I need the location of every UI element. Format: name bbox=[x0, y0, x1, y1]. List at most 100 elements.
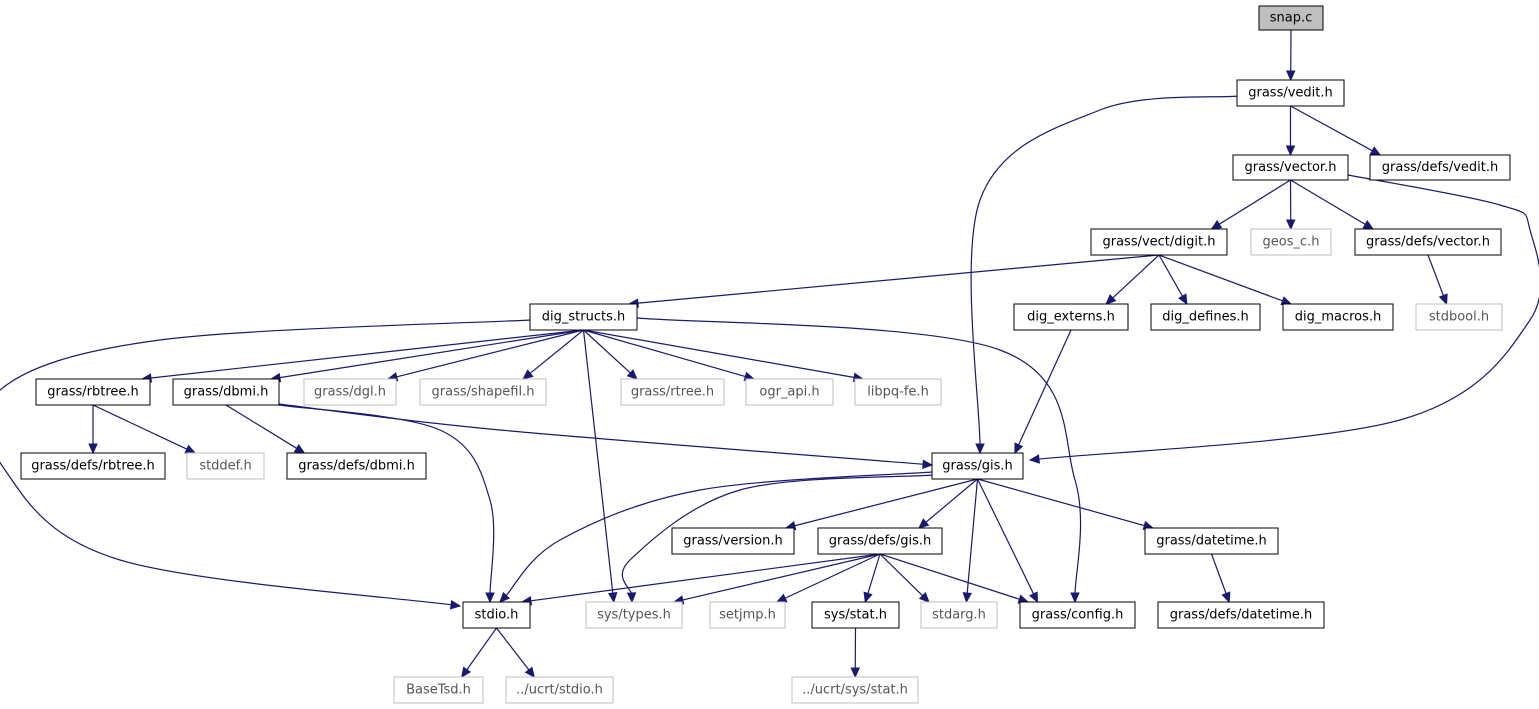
edge-grass_vedit_h-to-grass_defs_vedit_h bbox=[1290, 105, 1382, 156]
node-dig-structs-h[interactable]: dig_structs.h bbox=[529, 303, 638, 331]
node-box bbox=[1250, 228, 1332, 256]
node-grass-defs-datetime-h[interactable]: grass/defs/datetime.h bbox=[1157, 601, 1325, 629]
node-grass-version-h[interactable]: grass/version.h bbox=[671, 527, 795, 555]
arrowhead-icon bbox=[522, 369, 534, 380]
node-grass-defs-vedit-h[interactable]: grass/defs/vedit.h bbox=[1369, 154, 1511, 181]
arrowhead-icon bbox=[918, 518, 930, 529]
edge-stdio_h-to-ucrt_stdio_h bbox=[496, 627, 536, 678]
node-box bbox=[1369, 154, 1511, 181]
edge-dig_structs_h-to-grass_dgl_h bbox=[386, 329, 584, 382]
node-grass-defs-gis-h[interactable]: grass/defs/gis.h bbox=[817, 527, 943, 555]
arrowhead-icon bbox=[1178, 293, 1188, 306]
node-box bbox=[20, 452, 166, 480]
edge-dig_structs_h-to-grass_config_h bbox=[636, 317, 1082, 604]
edge-line bbox=[583, 329, 632, 375]
edge-grass_vector_h-to-grass_vect_digit_h bbox=[1210, 179, 1291, 230]
edge-dig_structs_h-to-grass_shapefil_h bbox=[522, 329, 584, 380]
node-label: grass/defs/datetime.h bbox=[1170, 608, 1313, 623]
edge-line bbox=[529, 329, 584, 375]
edge-grass_gis_h-to-grass_datetime_h bbox=[977, 478, 1155, 531]
node-grass-defs-dbmi-h[interactable]: grass/defs/dbmi.h bbox=[286, 452, 427, 480]
node-stddef-h: stddef.h bbox=[186, 452, 265, 480]
node-label: stdarg.h bbox=[932, 608, 986, 623]
edge-line bbox=[225, 404, 298, 450]
edge-line bbox=[92, 404, 189, 451]
arrowhead-icon bbox=[485, 592, 495, 604]
edge-grass_vect_digit_h-to-dig_structs_h bbox=[627, 254, 1160, 308]
arrowhead-icon bbox=[1369, 146, 1382, 156]
node-box bbox=[505, 676, 614, 704]
node-box bbox=[817, 527, 943, 555]
arrowhead-icon bbox=[1285, 219, 1296, 231]
edge-grass_vect_digit_h-to-dig_defines_h bbox=[1158, 254, 1188, 306]
node-box bbox=[854, 378, 942, 406]
edge-line bbox=[636, 317, 1082, 595]
arrowhead-icon bbox=[626, 369, 638, 380]
node-grass-vect-digit-h[interactable]: grass/vect/digit.h bbox=[1090, 228, 1228, 256]
node-stdarg-h: stdarg.h bbox=[920, 601, 998, 629]
node-setjmp-h: setjmp.h bbox=[709, 601, 786, 629]
node-box bbox=[709, 601, 786, 629]
node-grass-rbtree-h[interactable]: grass/rbtree.h bbox=[35, 378, 151, 406]
node-box bbox=[1013, 303, 1129, 331]
edge-dig_structs_h-to-grass_rtree_h bbox=[583, 329, 638, 380]
edge-grass_vedit_h-to-grass_gis_h bbox=[970, 95, 1241, 455]
edge-grass_gis_h-to-sys_types_h bbox=[621, 474, 935, 604]
node-dig-macros-h[interactable]: dig_macros.h bbox=[1282, 303, 1394, 331]
edge-dig_structs_h-to-grass_dbmi_h bbox=[269, 329, 584, 383]
edge-line bbox=[977, 478, 1146, 527]
node-stdio-h[interactable]: stdio.h bbox=[462, 601, 531, 629]
node-grass-defs-rbtree-h[interactable]: grass/defs/rbtree.h bbox=[20, 452, 166, 480]
node-grass-config-h[interactable]: grass/config.h bbox=[1019, 601, 1136, 629]
node-snap-c[interactable]: snap.c bbox=[1258, 5, 1324, 31]
edge-dig_structs_h-to-grass_rbtree_h bbox=[140, 329, 584, 383]
node-grass-gis-h[interactable]: grass/gis.h bbox=[931, 452, 1024, 480]
node-grass-datetime-h[interactable]: grass/datetime.h bbox=[1144, 527, 1279, 555]
node-grass-vedit-h[interactable]: grass/vedit.h bbox=[1236, 79, 1345, 107]
edge-grass_gis_h-to-grass_defs_gis_h bbox=[918, 478, 978, 529]
node-box bbox=[303, 378, 397, 406]
node-ogr-api-h: ogr_api.h bbox=[745, 378, 834, 406]
node-dig-externs-h[interactable]: dig_externs.h bbox=[1013, 303, 1129, 331]
node-box bbox=[1090, 228, 1228, 256]
edge-sys_stat_h-to-ucrt_sys_stat_h bbox=[850, 627, 861, 679]
node-box bbox=[186, 452, 265, 480]
node-label: grass/config.h bbox=[1032, 608, 1124, 623]
node-box bbox=[462, 601, 531, 629]
node-box bbox=[1019, 601, 1136, 629]
node-ucrt-sys-stat-h: ../ucrt/sys/stat.h bbox=[791, 676, 919, 704]
node-box bbox=[671, 527, 795, 555]
edge-grass_gis_h-to-stdarg_h bbox=[962, 478, 979, 604]
arrowhead-icon bbox=[88, 443, 98, 455]
node-label: grass/rbtree.h bbox=[47, 385, 139, 400]
node-grass-dbmi-h[interactable]: grass/dbmi.h bbox=[172, 378, 280, 406]
arrowhead-icon bbox=[449, 599, 462, 610]
node-label: grass/defs/rbtree.h bbox=[31, 459, 155, 474]
node-sys-types-h: sys/types.h bbox=[585, 601, 683, 629]
node-grass-defs-vector-h[interactable]: grass/defs/vector.h bbox=[1354, 228, 1502, 256]
arrowhead-icon bbox=[850, 667, 861, 679]
node-label: geos_c.h bbox=[1263, 235, 1320, 250]
arrowhead-icon bbox=[975, 443, 985, 455]
node-grass-vector-h[interactable]: grass/vector.h bbox=[1232, 154, 1349, 181]
edge-grass_gis_h-to-grass_version_h bbox=[784, 478, 978, 531]
arrowhead-icon bbox=[1285, 70, 1296, 82]
edge-stdio_h-to-basetsd_h bbox=[460, 627, 497, 679]
node-box bbox=[1258, 5, 1324, 31]
node-label: stddef.h bbox=[199, 459, 251, 474]
edge-line bbox=[1210, 553, 1227, 595]
edge-grass_defs_vector_h-to-stdbool_h bbox=[1427, 254, 1448, 306]
node-dig-defines-h[interactable]: dig_defines.h bbox=[1150, 303, 1261, 331]
arrowhead-icon bbox=[1029, 591, 1039, 604]
node-label: grass/dbmi.h bbox=[184, 385, 269, 400]
edge-grass_defs_gis_h-to-grass_config_h bbox=[879, 553, 1030, 604]
node-box bbox=[419, 378, 547, 406]
node-sys-stat-h[interactable]: sys/stat.h bbox=[811, 601, 900, 629]
arrowhead-icon bbox=[1028, 454, 1040, 464]
node-label: grass/gis.h bbox=[942, 459, 1013, 474]
node-label: grass/vector.h bbox=[1245, 160, 1337, 175]
node-label: grass/defs/vedit.h bbox=[1382, 160, 1499, 175]
edge-line bbox=[966, 478, 979, 595]
edge-line bbox=[496, 627, 530, 672]
node-box bbox=[1150, 303, 1261, 331]
